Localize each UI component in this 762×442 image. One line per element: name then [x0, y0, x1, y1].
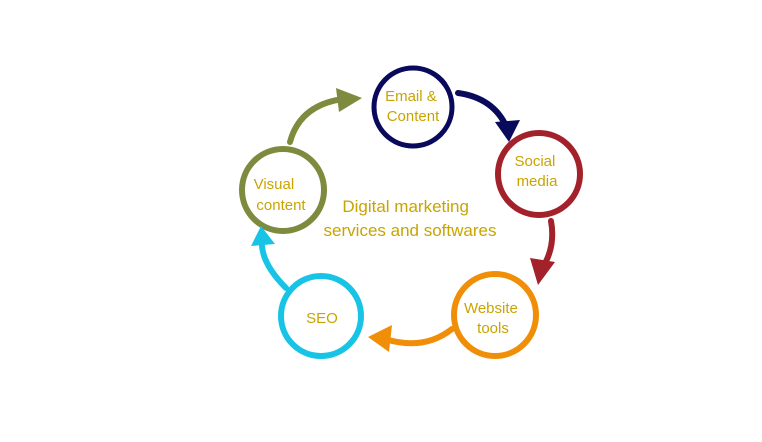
- svg-text:Social media: Social media: [514, 153, 559, 190]
- arrow-social-to-website: [530, 218, 556, 285]
- center-label-line1: Digital marketing: [342, 197, 469, 216]
- center-label: Digital marketing services and softwares: [324, 197, 497, 240]
- node-email-content: Email & Content: [371, 65, 455, 149]
- node-social-label-line1: Social: [514, 153, 555, 170]
- node-social-media: Social media: [495, 130, 583, 218]
- node-visual-content: Visual content: [239, 146, 327, 234]
- node-email-label-line1: Email &: [385, 88, 437, 105]
- svg-text:Email & Content: Email & Content: [385, 88, 441, 125]
- node-visual-label-line2: content: [256, 197, 306, 214]
- node-visual-label-line1: Visual: [254, 176, 295, 193]
- arrow-email-to-social: [455, 90, 520, 142]
- node-website-tools: Website tools: [451, 271, 539, 359]
- svg-text:Visual content: Visual content: [254, 176, 307, 214]
- svg-text:Website tools: Website tools: [464, 300, 522, 337]
- node-website-label-line1: Website: [464, 300, 518, 317]
- svg-text:SEO: SEO: [306, 310, 338, 327]
- center-label-line2: services and softwares: [324, 221, 497, 240]
- arrow-website-to-seo: [368, 325, 455, 352]
- node-seo-label-line1: SEO: [306, 310, 338, 327]
- node-email-label-line2: Content: [387, 108, 440, 125]
- node-seo: SEO: [278, 273, 364, 359]
- arrow-visual-to-email: [287, 88, 362, 145]
- node-social-label-line2: media: [517, 173, 559, 190]
- node-website-label-line2: tools: [477, 320, 509, 337]
- arrow-seo-to-visual: [251, 226, 289, 291]
